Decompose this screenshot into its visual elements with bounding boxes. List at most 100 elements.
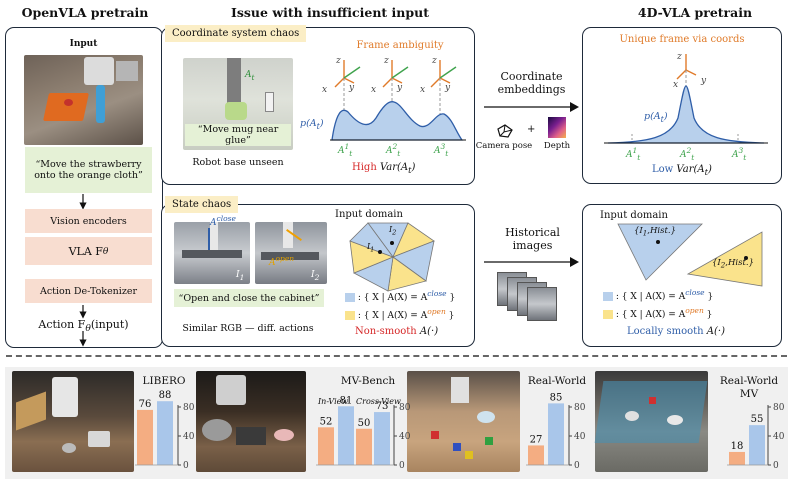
multimodal-curve [331,101,464,141]
action-tail: (input) [90,318,129,331]
smooth-legend-close-swatch [603,292,613,301]
realworld-mv-scene-image [594,371,708,472]
smooth-legend-close-row: : { X | A(X) = Aclose } [603,288,713,302]
image-i2-label: I2 [311,270,320,282]
state-input-domain-label: Input domain [335,209,403,220]
depth-map-icon [548,117,566,138]
frame1-axis-y: y [349,83,355,93]
low-variance-label: Low Var(At) [652,164,712,177]
domain-i1-label: I1 [367,242,375,254]
detokenizer-box: Action De-Tokenizer [25,279,152,303]
flow-arrows [79,194,87,347]
unique-axis-x: x [673,80,679,90]
mvbench-subtitle-inview: In-View [318,397,349,406]
history-stack-icon [497,272,567,322]
vla-sub: θ [102,245,109,257]
unique-peak-3: A3t [732,146,747,162]
frame2-axis-x: x [371,85,377,95]
depth-label: Depth [543,141,571,151]
coord-p-label: p(At) [300,118,324,131]
unique-peak-2: A2t [680,146,695,162]
multimodal-distribution-plot [330,60,466,141]
coord-peak-1: A1t [338,142,353,158]
coord-peak-2: A2t [386,142,401,158]
libero-title: LIBERO [142,375,186,387]
historical-arrow [484,257,579,267]
locally-smooth-label: Locally smooth A(·) [627,326,725,337]
instruction-box: “Move the strawberry onto the orange clo… [25,147,152,193]
section-divider [6,355,787,357]
smooth-domain-triangles [617,223,763,287]
cabinet-quote: “Open and close the cabinet” [174,289,324,307]
smooth-legend-open-row: : { X | A(X) = Aopen } [603,306,712,320]
similar-rgb-caption: Similar RGB — diff. actions [182,323,314,334]
libero-scene-image [12,371,134,472]
image-i1-label: I1 [236,270,245,282]
frame-1 [334,60,361,88]
legend-close-swatch [345,293,355,302]
tri1-label: {I1,Hist.} [634,226,677,238]
coord-arrow [484,102,579,112]
action-label: Action F [38,318,86,331]
unique-peak-1: A1t [626,146,641,162]
header-4dvla: 4D-VLA pretrain [637,5,753,20]
unimodal-curve [607,85,765,144]
open-label: Aopen [269,254,295,268]
frame-2 [382,60,409,88]
realworld-scene-image [407,371,520,472]
smooth-input-domain-label: Input domain [600,210,668,221]
photo-at-label: At [245,70,255,82]
input-scene-image [24,55,143,145]
mvbench-scene-image [196,371,306,472]
high-variance-label: High Var(At) [352,162,416,175]
camera-pose-label: Camera pose [475,141,533,151]
unimodal-distribution-plot [604,54,768,144]
vla-label: VLA F [68,244,103,258]
frame-3 [430,60,457,88]
mug-quote: “Move mug near glue” [185,124,291,146]
legend-close-row: : { X | A1(X) = Aclose } [345,289,455,305]
frame-ambiguity-title: Frame ambiguity [356,40,444,51]
realworld-mv-title: Real-World MV [719,375,779,400]
tri2-label: {I2,Hist.} [712,258,755,270]
nonsmooth-domain-polygon [349,222,435,292]
frame1-axis-z: z [336,56,341,66]
unique-p-label: p(At) [644,111,668,124]
frame2-axis-z: z [384,56,389,66]
action-sub: θ [85,323,91,335]
state-chaos-tag: State chaos [165,196,239,213]
header-openvla: OpenVLA pretrain [21,5,149,20]
plus-sign: + [527,124,536,135]
mug-scene-image: At “Move mug near glue” [183,58,293,150]
domain-i2-label: I2 [389,225,397,237]
vision-encoders-box: Vision encoders [25,209,152,233]
unique-axis-y: y [701,76,707,86]
nonsmooth-label: Non-smooth A(·) [355,326,439,337]
legend-open-swatch [345,311,355,320]
realworld-title: Real-World [527,375,587,387]
unique-frame [676,54,697,80]
cabinet-image-1: Aclose I1 [174,214,250,284]
coord-peak-3: A3t [434,142,449,158]
unique-axis-z: z [677,52,682,62]
mvbench-subtitle-crossview: Cross-View [356,397,401,406]
frame1-axis-x: x [322,85,328,95]
openvla-panel: Input “Move the strawberry onto the oran… [5,27,163,348]
frame3-axis-z: z [432,56,437,66]
unique-frame-title: Unique frame via coords [619,34,745,45]
coord-chaos-tag: Coordinate system chaos [165,25,307,42]
frame3-axis-y: y [445,83,451,93]
mvbench-title: MV-Bench [340,375,396,387]
legend-open-row: : { X | A(X) = Aopen } [345,307,454,321]
frame2-axis-y: y [397,83,403,93]
action-output: Action Fθ(input) [6,318,161,334]
input-label: Input [69,39,98,49]
robot-base-caption: Robot base unseen [192,157,284,168]
camera-pose-icon [497,124,513,138]
close-label: Aclose [210,214,236,228]
smooth-legend-open-swatch [603,310,613,319]
header-issue: Issue with insufficient input [231,5,429,20]
